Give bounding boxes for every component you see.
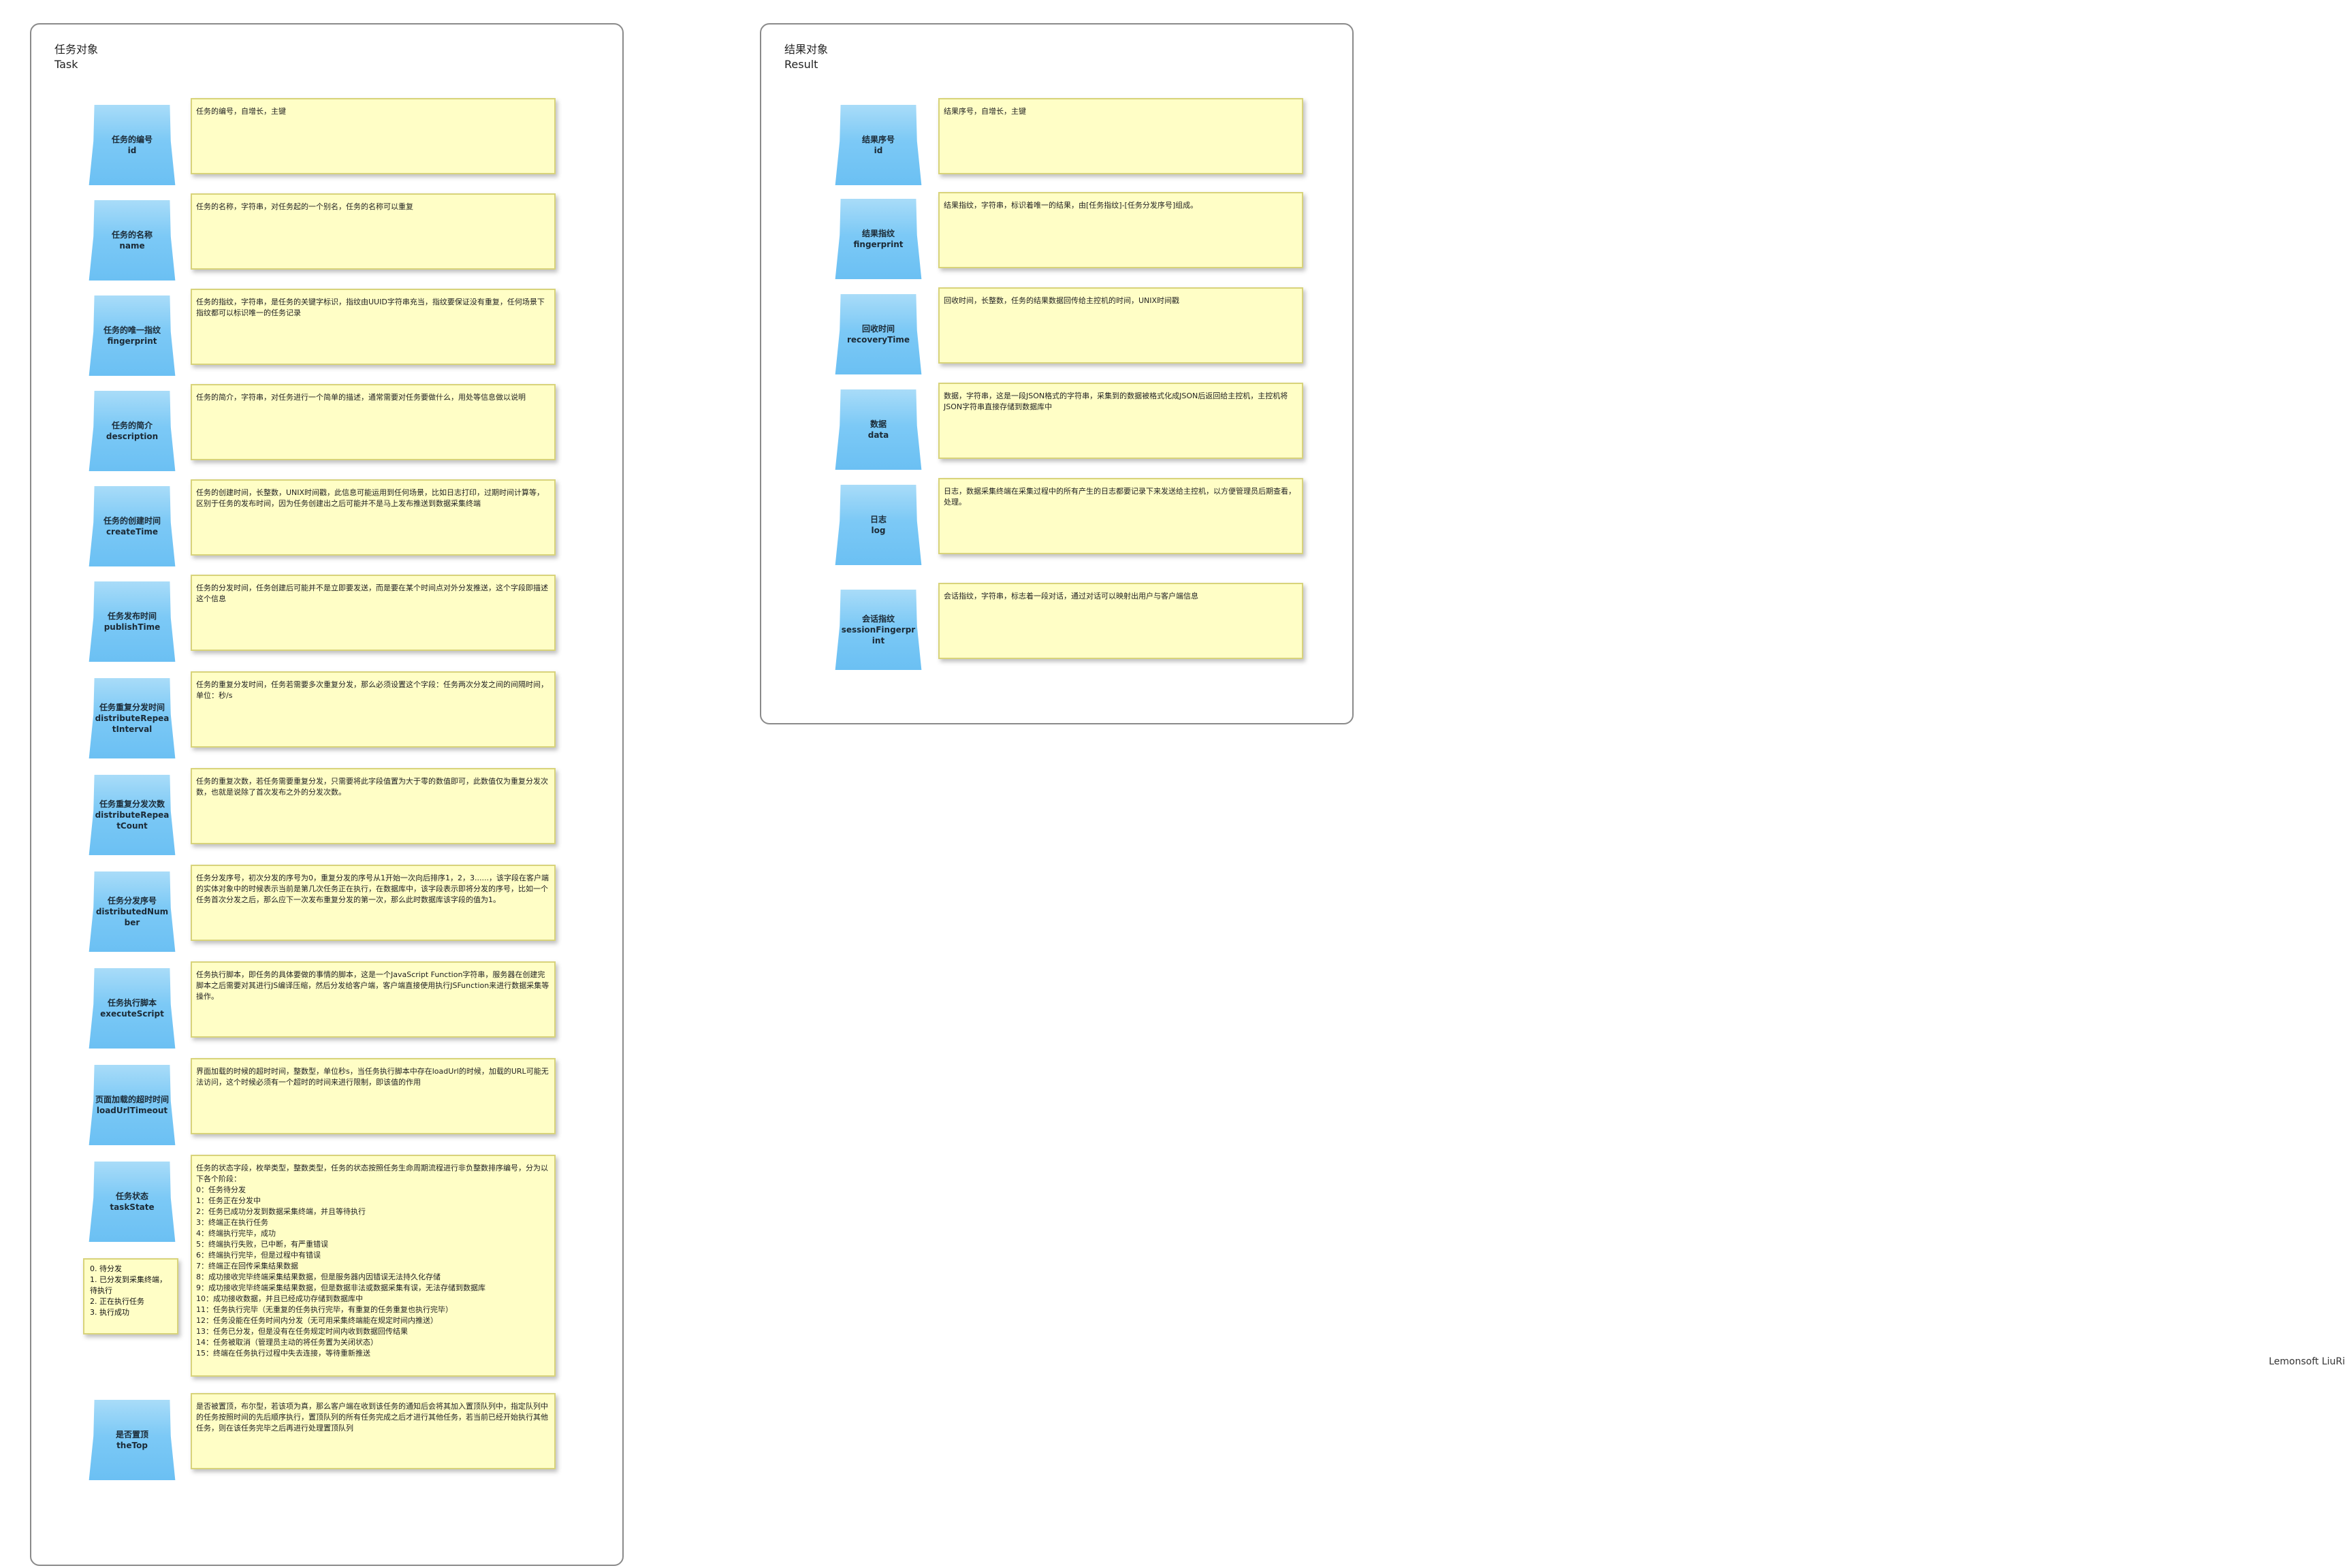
task-field-distributeRepeatInterval: 任务重复分发时间 distributeRepeatInterval bbox=[89, 678, 176, 758]
result-field-label-cn: 日志 bbox=[870, 515, 887, 524]
result-field-label-en: recoveryTime bbox=[846, 335, 910, 345]
result-field-label-en: log bbox=[871, 526, 886, 535]
result-field-label-cn: 结果指纹 bbox=[861, 229, 895, 238]
task-field-description: 任务的编号，自增长，主键 bbox=[191, 98, 556, 174]
task-field-label-cn: 任务分发序号 bbox=[107, 896, 157, 906]
task-field-label-cn: 任务的创建时间 bbox=[103, 516, 161, 526]
task-field-label-en: distributeRepeatCount bbox=[95, 810, 170, 831]
task-field-label-en: distributedNumber bbox=[95, 907, 169, 927]
result-field-label-cn: 数据 bbox=[870, 419, 887, 429]
task-field-description: 任务分发序号，初次分发的序号为0，重复分发的序号从1开始一次向后排序1，2，3.… bbox=[191, 865, 556, 941]
task-field-label-cn: 任务的名称 bbox=[111, 230, 153, 240]
task-field-label-en: taskState bbox=[110, 1202, 155, 1212]
result-field-description: 会话指纹，字符串，标志着一段对话，通过对话可以映射出用户与客户端信息 bbox=[938, 583, 1303, 659]
result-field-description: 数据，字符串，这是一段JSON格式的字符串，采集到的数据被格式化成JSON后返回… bbox=[938, 383, 1303, 459]
task-field-label-en: fingerprint bbox=[107, 336, 157, 346]
result-field-description: 回收时间，长整数，任务的结果数据回传给主控机的时间，UNIX时间戳 bbox=[938, 287, 1303, 364]
result-field-label-cn: 会话指纹 bbox=[861, 614, 895, 624]
result-field-label-cn: 结果序号 bbox=[861, 135, 895, 144]
result-title-cn: 结果对象 bbox=[784, 43, 829, 56]
task-field-label-en: id bbox=[127, 146, 137, 155]
result-field-label-en: id bbox=[874, 146, 883, 155]
task-field-label-cn: 任务的编号 bbox=[111, 135, 153, 144]
task-field-label-en: createTime bbox=[106, 527, 159, 537]
task-field-label-cn: 任务重复分发次数 bbox=[99, 799, 165, 809]
result-field-label-en: sessionFingerprint bbox=[841, 625, 916, 645]
task-field-label-cn: 任务发布时间 bbox=[107, 611, 157, 621]
task-field-label-cn: 任务状态 bbox=[115, 1191, 148, 1201]
task-field-description: 任务的名称，字符串，对任务起的一个别名，任务的名称可以重复 bbox=[191, 193, 556, 270]
result-field-id: 结果序号 id bbox=[835, 105, 922, 185]
task-field-description: 任务的重复分发时间，任务若需要多次重复分发，那么必须设置这个字段：任务两次分发之… bbox=[191, 671, 556, 748]
task-field-description: 任务的重复次数，若任务需要重复分发，只需要将此字段值置为大于零的数值即可，此数值… bbox=[191, 768, 556, 844]
task-panel-title: 任务对象 Task bbox=[54, 42, 98, 72]
task-field-description: 任务的简介，字符串，对任务进行一个简单的描述，通常需要对任务要做什么，用处等信息… bbox=[191, 384, 556, 460]
task-field-label-en: name bbox=[119, 241, 145, 251]
author-label: Lemonsoft LiuRi bbox=[2269, 1356, 2345, 1367]
task-field-label-en: executeScript bbox=[100, 1009, 164, 1019]
result-field-description: 日志，数据采集终端在采集过程中的所有产生的日志都要记录下来发送给主控机，以方便管… bbox=[938, 478, 1303, 554]
result-field-description: 结果指纹，字符串，标识着唯一的结果，由[任务指纹]-[任务分发序号]组成。 bbox=[938, 192, 1303, 268]
result-field-log: 日志 log bbox=[835, 485, 922, 565]
task-field-description: 任务执行脚本，即任务的具体要做的事情的脚本，这是一个JavaScript Fun… bbox=[191, 961, 556, 1038]
task-field-label-cn: 任务的简介 bbox=[111, 421, 153, 430]
task-field-label-cn: 页面加载的超时时间 bbox=[95, 1095, 169, 1104]
task-field-label-en: description bbox=[106, 432, 159, 441]
task-field-description: 任务的状态字段，枚举类型，整数类型，任务的状态按照任务生命周期流程进行非负整数排… bbox=[191, 1155, 556, 1377]
result-field-fingerprint: 结果指纹 fingerprint bbox=[835, 199, 922, 279]
task-field-label-en: publishTime bbox=[103, 622, 161, 632]
task-field-description: 是否被置顶，布尔型，若该项为真，那么客户端在收到该任务的通知后会将其加入置顶队列… bbox=[191, 1393, 556, 1469]
task-field-description: 任务的简介 description bbox=[89, 391, 176, 471]
result-panel-title: 结果对象 Result bbox=[784, 42, 828, 72]
task-field-label-cn: 任务重复分发时间 bbox=[99, 703, 165, 712]
task-state-sticky-note: 0. 待分发 1. 已分发到采集终端，待执行 2. 正在执行任务 3. 执行成功 bbox=[83, 1258, 178, 1334]
result-field-label-cn: 回收时间 bbox=[861, 324, 895, 334]
task-field-label-en: loadUrlTimeout bbox=[96, 1106, 168, 1115]
result-field-description: 结果序号，自增长，主键 bbox=[938, 98, 1303, 174]
task-field-description: 任务的指纹，字符串，是任务的关键字标识，指纹由UUID字符串充当，指纹要保证没有… bbox=[191, 289, 556, 365]
task-field-label-cn: 任务的唯一指纹 bbox=[103, 325, 161, 335]
task-field-description: 界面加载的时候的超时时间，整数型，单位秒s，当任务执行脚本中存在loadUrl的… bbox=[191, 1058, 556, 1134]
task-field-description: 任务的创建时间，长整数，UNIX时间戳，此信息可能运用到任何场景，比如日志打印，… bbox=[191, 479, 556, 556]
task-field-theTop: 是否置顶 theTop bbox=[89, 1400, 176, 1480]
task-field-description: 任务的分发时间，任务创建后可能并不是立即要发送，而是要在某个时间点对外分发推送，… bbox=[191, 575, 556, 651]
task-field-loadUrlTimeout: 页面加载的超时时间 loadUrlTimeout bbox=[89, 1065, 176, 1145]
task-field-label-cn: 是否置顶 bbox=[115, 1430, 148, 1439]
task-title-en: Task bbox=[54, 58, 78, 71]
task-field-label-en: distributeRepeatInterval bbox=[95, 714, 170, 734]
task-title-cn: 任务对象 bbox=[54, 43, 99, 56]
result-field-label-en: data bbox=[867, 430, 889, 440]
result-field-label-en: fingerprint bbox=[853, 240, 904, 249]
task-field-label-cn: 任务执行脚本 bbox=[107, 998, 157, 1008]
task-field-label-en: theTop bbox=[116, 1441, 148, 1450]
result-title-en: Result bbox=[784, 58, 818, 71]
task-field-id: 任务的编号 id bbox=[89, 105, 176, 185]
